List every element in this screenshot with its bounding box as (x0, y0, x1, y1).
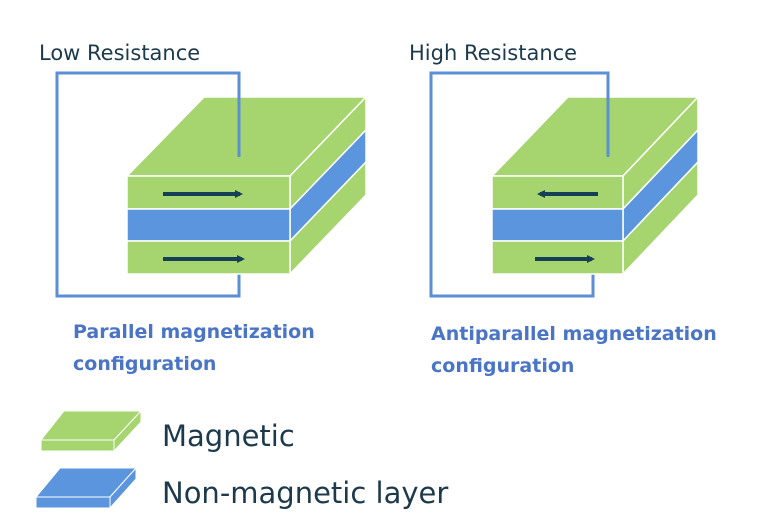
front-barrier-layer (491, 208, 624, 242)
front-barrier-layer (126, 208, 291, 242)
caption-line2: configuration (431, 355, 574, 377)
panel-title: High Resistance (409, 41, 577, 65)
panel-high-resistance: High Resistance Antiparallel magnetizati… (409, 41, 717, 377)
front-top-magnetic-layer (491, 175, 624, 210)
panel-title: Low Resistance (39, 41, 200, 65)
panel-low-resistance: Low Resistance Parallel magnetization co… (39, 41, 368, 375)
mtj-stack (490, 95, 700, 276)
legend-swatch-magnetic (39, 409, 143, 453)
caption-line2: configuration (73, 353, 216, 375)
legend-label-non-magnetic: Non-magnetic layer (162, 476, 448, 510)
legend-label-magnetic: Magnetic (162, 419, 295, 453)
legend-swatch-non-magnetic (34, 466, 138, 510)
mtj-stack (125, 95, 368, 276)
caption-line1: Parallel magnetization (73, 321, 315, 343)
legend: Magnetic Non-magnetic layer (34, 409, 448, 510)
caption-line1: Antiparallel magnetization (431, 323, 717, 345)
